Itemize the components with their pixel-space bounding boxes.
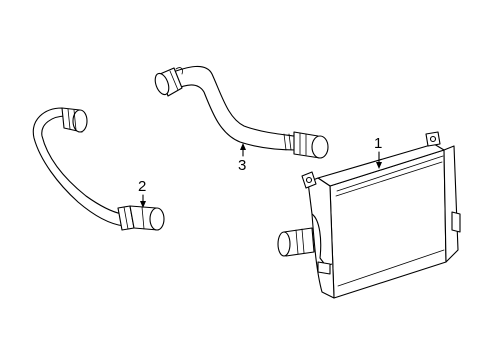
lower-hose[interactable] [32,107,165,231]
callout-3-number: 3 [238,157,246,174]
callout-1-number: 1 [374,135,382,152]
callout-2-number: 2 [138,178,146,195]
callout-3: 3 [238,143,246,174]
intercooler[interactable] [277,131,461,299]
upper-hose[interactable] [153,65,329,159]
callout-2: 2 [138,178,146,208]
callout-1: 1 [374,135,382,169]
